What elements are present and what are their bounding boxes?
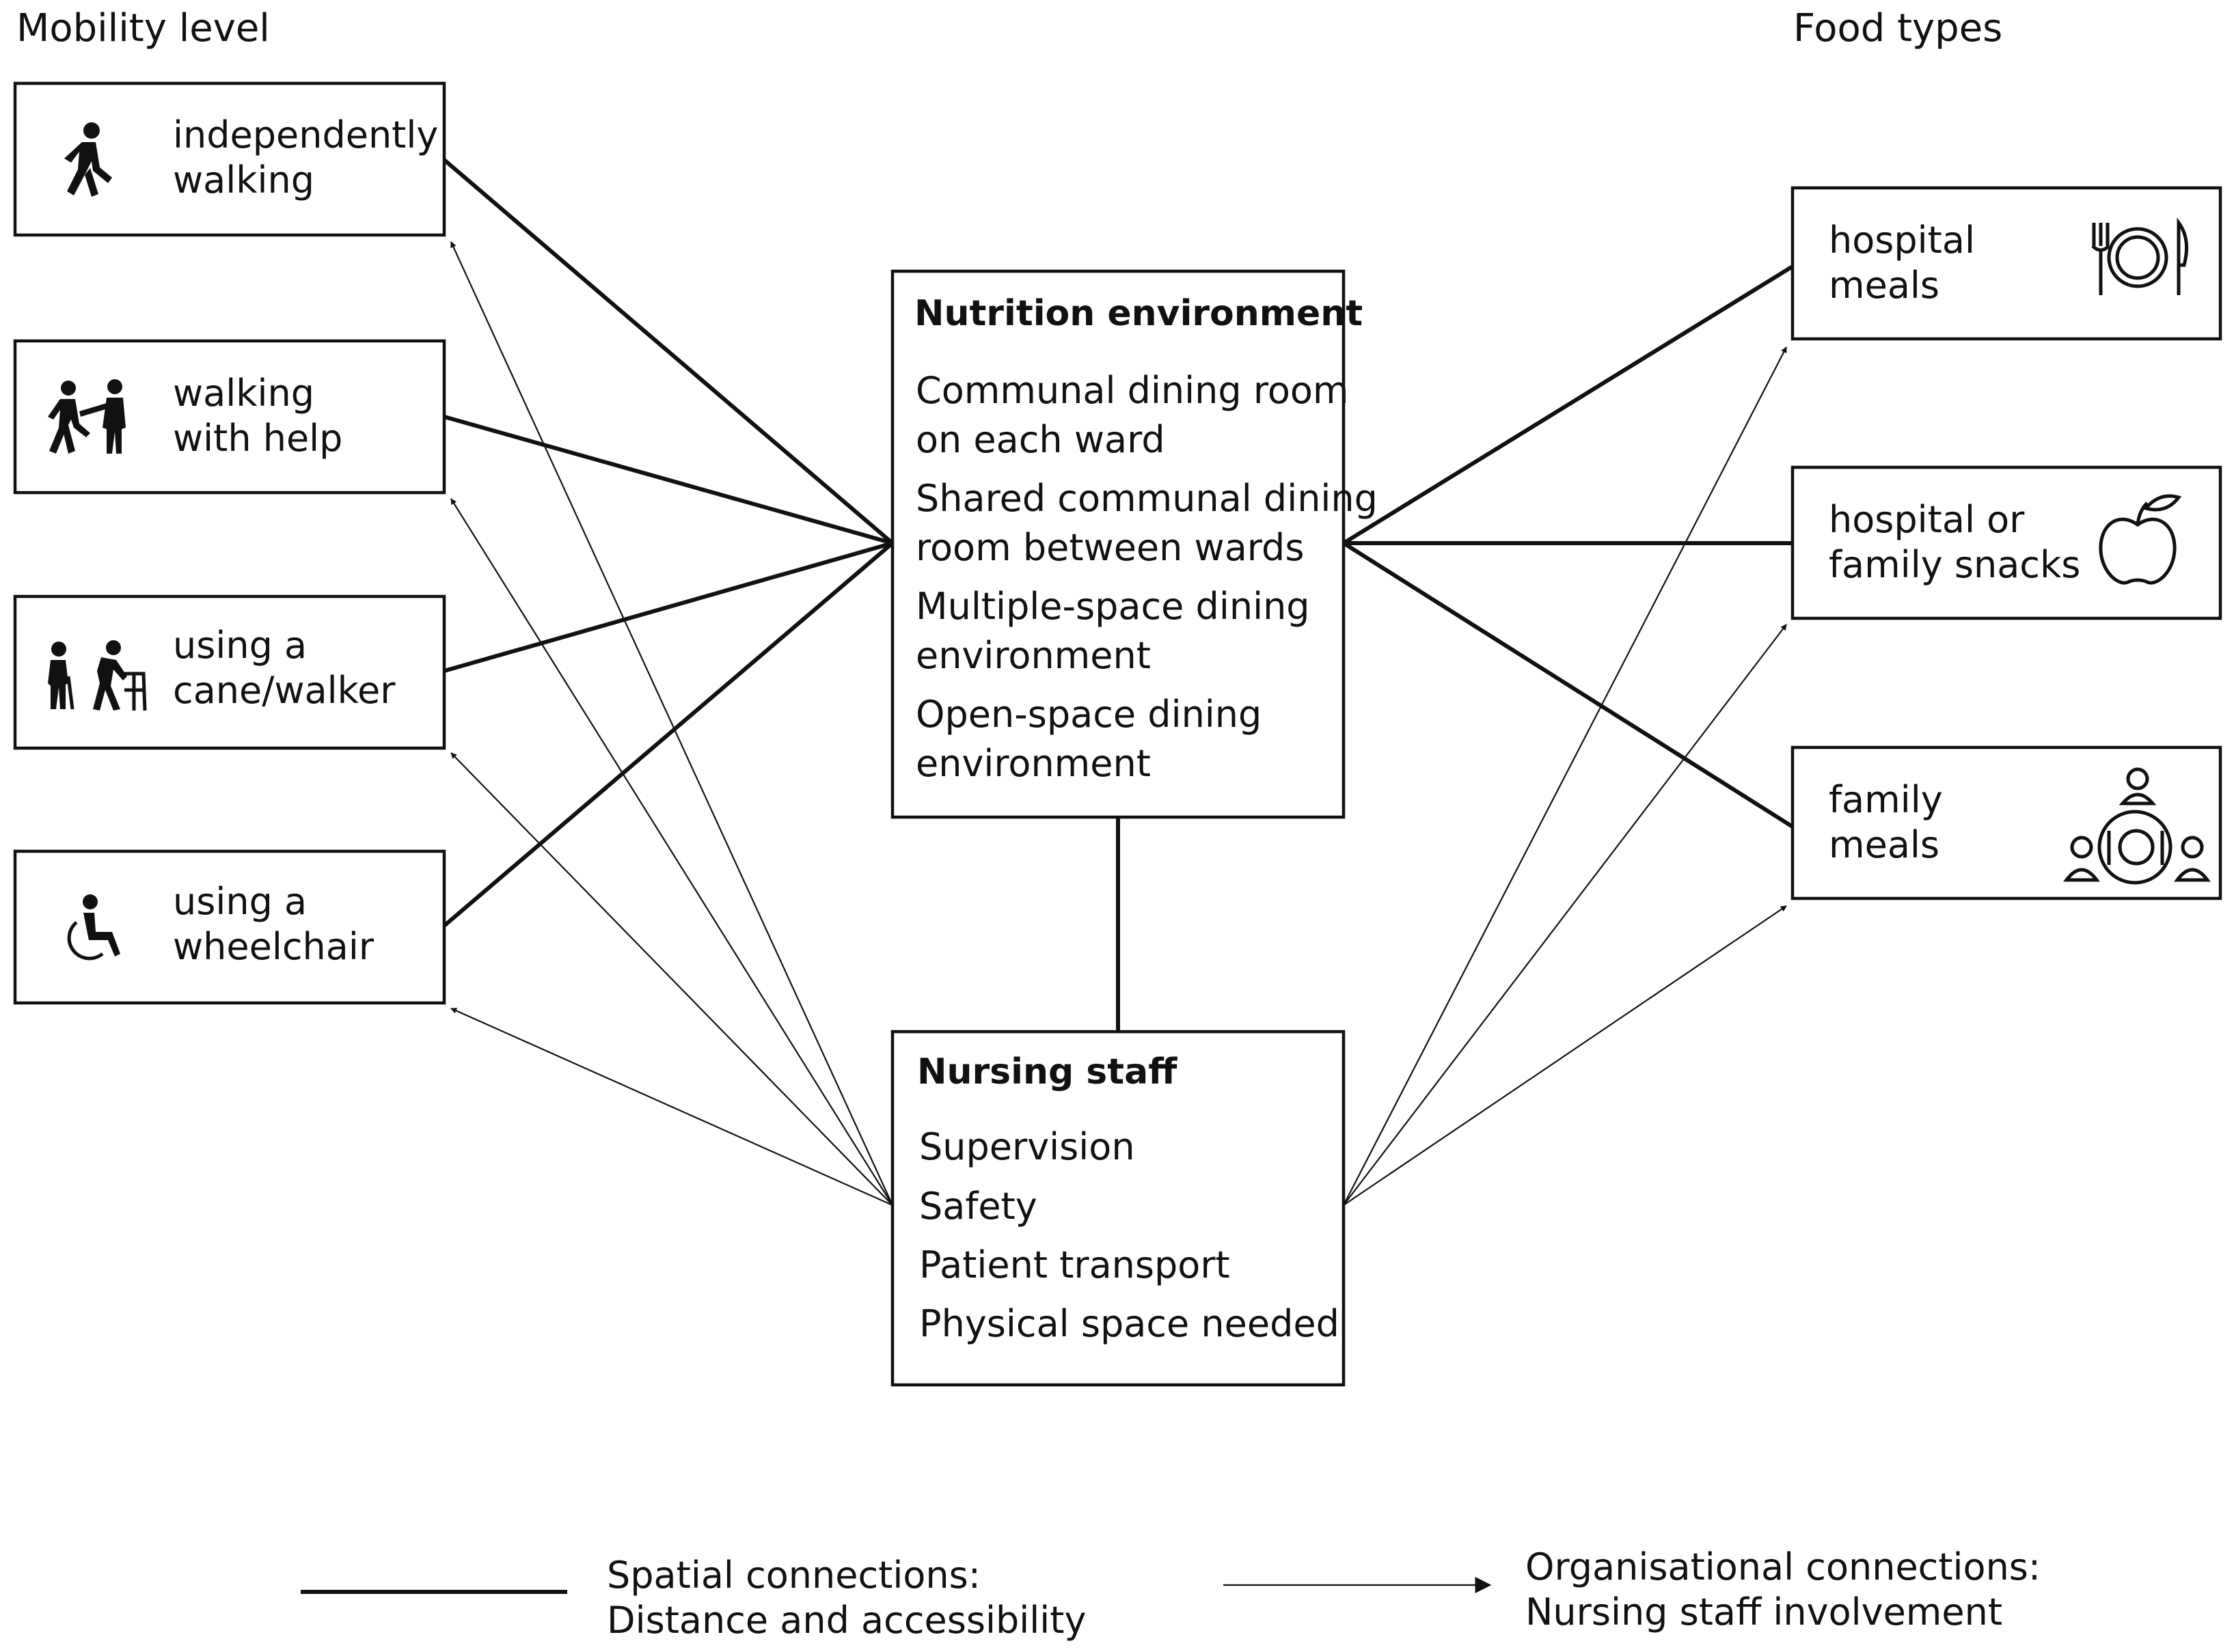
legend-spatial-line1: Spatial connections: (607, 1554, 981, 1597)
legend: Spatial connections: Distance and access… (301, 1545, 2041, 1642)
nutrition-environment-box: Nutrition environment Communal dining ro… (890, 269, 1378, 819)
spatial-line-family-meals (1342, 541, 1794, 829)
mobility-label-line2: cane/walker (173, 669, 396, 712)
org-arrow-independent (450, 241, 894, 1206)
food-box-snacks: hospital or family snacks (1790, 465, 2222, 620)
food-label-line2: meals (1829, 264, 1939, 307)
nursing-item: Safety (919, 1185, 1037, 1228)
food-label-line1: hospital or (1829, 498, 2025, 541)
mobility-label-line1: using a (173, 880, 307, 923)
org-arrow-cane (450, 752, 893, 1206)
mobility-heading: Mobility level (16, 6, 270, 51)
spatial-line-cane (444, 541, 893, 673)
nursing-title: Nursing staff (917, 1051, 1177, 1092)
spatial-line-hospital-meals (1342, 264, 1794, 545)
nutrition-item: Multiple-space dining (916, 585, 1310, 628)
spatial-connections (443, 158, 1794, 1032)
mobility-label-line2: wheelchair (173, 925, 374, 968)
nutrition-item: environment (916, 634, 1151, 677)
mobility-box-wheelchair: using a wheelchair (13, 849, 446, 1005)
assisted-walking-icon (48, 379, 126, 454)
nutrition-item: Communal dining room (916, 369, 1349, 412)
org-arrow-snacks (1343, 624, 1787, 1206)
mobility-label-line1: independently (173, 113, 438, 156)
nursing-item: Supervision (919, 1125, 1135, 1168)
mobility-box-with-help: walking with help (13, 339, 446, 495)
org-arrow-family-meals (1343, 905, 1787, 1206)
mobility-label-line1: walking (173, 372, 314, 415)
food-label-line2: meals (1829, 823, 1939, 866)
org-arrow-hospital-meals (1343, 346, 1787, 1206)
nutrition-item: room between wards (916, 526, 1304, 569)
org-arrow-wheelchair (450, 1007, 893, 1207)
mobility-box-independent: independently walking (13, 81, 446, 237)
spatial-line-wheelchair (443, 541, 894, 928)
food-heading: Food types (1793, 6, 2002, 51)
spatial-line-with-help (444, 415, 893, 545)
food-box-family-meals: family meals (1790, 745, 2222, 900)
mobility-label-line1: using a (173, 624, 307, 667)
spatial-line-independent (443, 158, 894, 545)
organisational-connections (450, 241, 1787, 1207)
cane-walker-icon (48, 640, 147, 711)
apple-icon (2099, 494, 2182, 585)
nutrition-item: on each ward (916, 418, 1165, 461)
food-label-line1: family (1829, 778, 1943, 821)
mobility-label-line2: with help (173, 417, 342, 460)
food-label-line1: hospital (1829, 219, 1975, 262)
org-arrow-with-help (450, 498, 893, 1206)
nutrition-item: Open-space dining (916, 693, 1262, 736)
legend-organisational-line1: Organisational connections: (1525, 1545, 2041, 1588)
food-label-line2: family snacks (1829, 543, 2080, 586)
nursing-item: Physical space needed (919, 1302, 1339, 1345)
nutrition-title: Nutrition environment (914, 293, 1363, 334)
walking-person-icon (64, 122, 112, 197)
legend-spatial-line2: Distance and accessibility (607, 1599, 1086, 1642)
mobility-label-line2: walking (173, 159, 314, 202)
plate-cutlery-icon (2091, 217, 2189, 295)
family-table-icon (2063, 767, 2211, 885)
nutrition-item: environment (916, 742, 1151, 785)
mobility-box-cane: using a cane/walker (13, 594, 446, 750)
wheelchair-icon (67, 894, 120, 961)
legend-organisational-line2: Nursing staff involvement (1525, 1591, 2002, 1634)
food-box-hospital-meals: hospital meals (1790, 186, 2222, 341)
nutrition-item: Shared communal dining (916, 477, 1378, 520)
nursing-item: Patient transport (919, 1243, 1230, 1286)
nursing-staff-box: Nursing staff Supervision Safety Patient… (890, 1030, 1346, 1387)
